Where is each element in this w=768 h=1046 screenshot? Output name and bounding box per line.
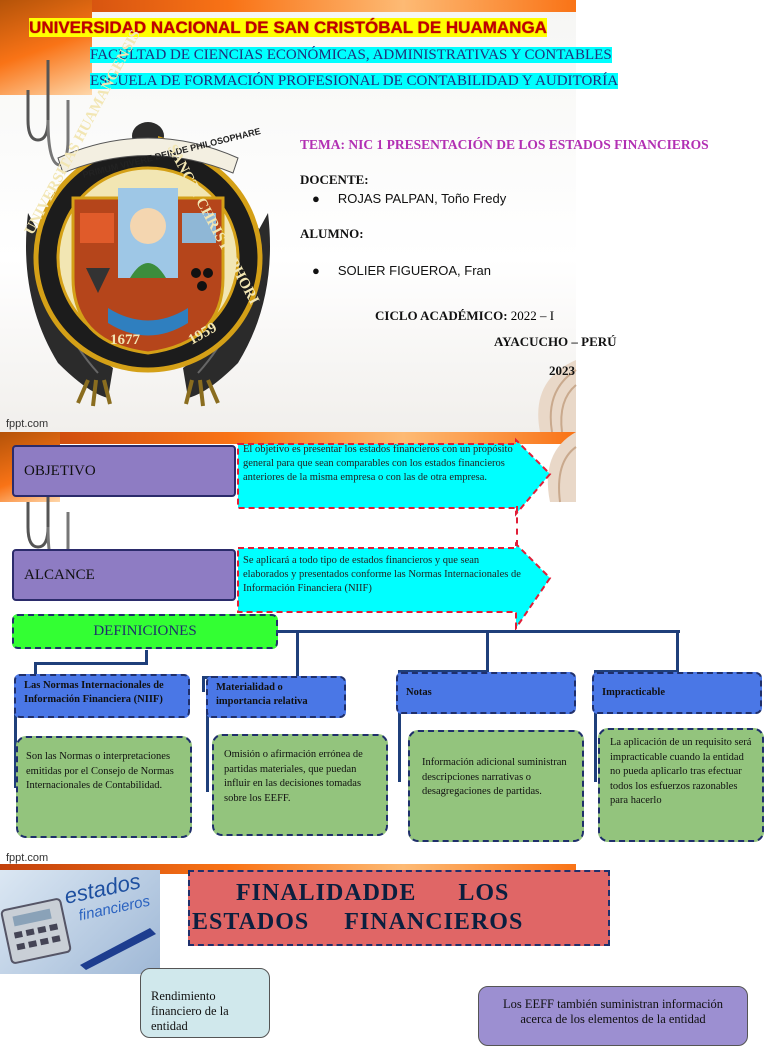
alcance-text: Se aplicará a todo tipo de estados finan… [243, 555, 521, 594]
calculator-icon [0, 898, 72, 964]
tree-line-horizontal [276, 630, 680, 633]
faculty-name: FACULTAD DE CIENCIAS ECONÓMICAS, ADMINIS… [90, 47, 612, 63]
university-name: UNIVERSIDAD NACIONAL DE SAN CRISTÓBAL DE… [29, 18, 547, 37]
definition-header: Impracticable [592, 672, 762, 714]
top-orange-band [0, 864, 576, 874]
shell-decoration-icon [538, 360, 577, 433]
definition-card: Omisión o afirmación errónea de partidas… [212, 734, 388, 836]
docente-name: ROJAS PALPAN, Toño Fredy [337, 191, 507, 206]
bullet-icon: ● [312, 263, 320, 278]
tree-line [594, 670, 678, 673]
tree-line [202, 676, 205, 692]
definition-card: Información adicional suministran descri… [408, 730, 584, 842]
rendimiento-card: Rendimiento financiero de la entidad [140, 968, 270, 1038]
objetivo-connector [516, 506, 518, 546]
definition-header: Notas [396, 672, 576, 714]
university-seal-icon [26, 122, 270, 407]
eeff-info-card: Los EEFF también suministran información… [478, 986, 748, 1046]
watermark: fppt.com [6, 418, 49, 430]
top-orange-band [0, 0, 576, 12]
objetivo-text: El objetivo es presentar los estados fin… [243, 444, 513, 483]
bullet-icon: ● [312, 191, 320, 206]
estados-financieros-logo: estados financieros [0, 868, 160, 974]
tree-line [206, 702, 209, 792]
tema-title: TEMA: NIC 1 PRESENTACIÓN DE LOS ESTADOS … [300, 137, 709, 152]
alcance-label-box: ALCANCE [12, 549, 236, 601]
tree-line [676, 632, 679, 672]
corner-orange-band [0, 0, 92, 95]
finalidad-title-line1: FINALIDADDE LOS [236, 880, 510, 906]
top-orange-band [0, 432, 576, 444]
tree-line [398, 670, 488, 673]
tree-line [594, 702, 597, 782]
tree-line [14, 698, 17, 788]
alumno-label: ALUMNO: [300, 226, 364, 241]
objetivo-arrow [237, 437, 552, 517]
tree-line [34, 662, 37, 684]
definition-header: Materialidad o importancia relativa [206, 676, 346, 718]
docente-label: DOCENTE: [300, 172, 369, 187]
ciclo-value: 2022 – I [507, 308, 555, 323]
ciclo-label: CICLO ACADÉMICO: [375, 308, 508, 323]
tree-line [296, 632, 299, 676]
seal-year-left: 1677 [110, 332, 140, 348]
definition-header: Las Normas Internacionales de Informació… [14, 674, 190, 718]
finalidad-title-box: FINALIDADDE LOS ESTADOS FINANCIEROS [188, 870, 610, 946]
place: AYACUCHO – PERÚ [494, 334, 617, 349]
tree-line [34, 662, 148, 665]
definiciones-label-box: DEFINICIONES [12, 614, 278, 649]
finalidad-title-line2: ESTADOS FINANCIEROS [192, 909, 524, 935]
year: 2023 [549, 363, 575, 378]
school-name: ESCUELA DE FORMACIÓN PROFESIONAL DE CONT… [90, 73, 619, 89]
shell-decoration-icon [547, 432, 577, 503]
objetivo-label-box: OBJETIVO [12, 445, 236, 497]
definition-card: La aplicación de un requisito será impra… [598, 728, 764, 842]
tree-line [486, 632, 489, 672]
watermark: fppt.com [6, 852, 49, 864]
alumno-name: SOLIER FIGUEROA, Fran [337, 263, 492, 278]
tree-line [398, 702, 401, 782]
definition-card: Son las Normas o interpretaciones emitid… [16, 736, 192, 838]
alcance-arrow [237, 541, 552, 632]
pen-icon [80, 928, 156, 970]
title-slide: UNIVERSIDAD NACIONAL DE SAN CRISTÓBAL DE… [0, 0, 709, 433]
finalidad-slide: estados financieros FINALIDADDE LOS ESTA… [0, 864, 768, 1046]
tree-line [145, 650, 148, 664]
